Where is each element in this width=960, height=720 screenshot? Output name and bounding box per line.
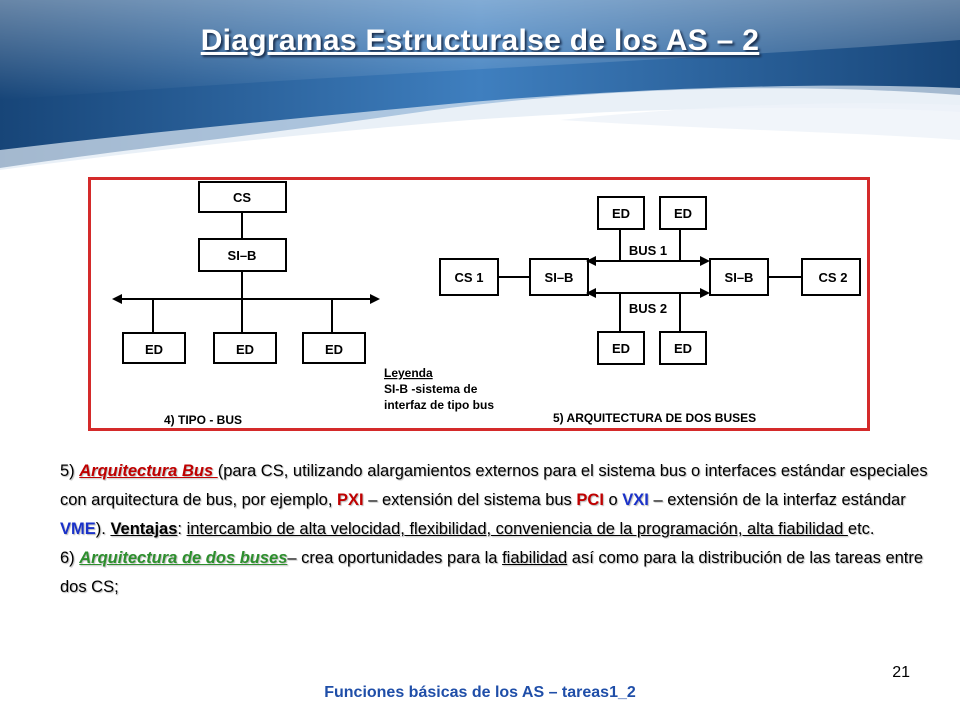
term-bus-architecture: Arquitectura Bus bbox=[79, 462, 218, 480]
text-run: : bbox=[177, 520, 187, 538]
ed-label: ED bbox=[325, 342, 343, 357]
two-bus-caption: 5) ARQUITECTURA DE DOS BUSES bbox=[553, 411, 756, 425]
text-run: – extensión de la interfaz estándar bbox=[648, 491, 906, 509]
page-number: 21 bbox=[892, 664, 910, 681]
term-fiabilidad: fiabilidad bbox=[502, 549, 568, 567]
sib-box bbox=[529, 258, 589, 296]
ed-label: ED bbox=[674, 206, 692, 221]
text-run: así como para la distribución de las tar… bbox=[60, 549, 924, 596]
bus-type-caption: 4) TIPO - BUS bbox=[164, 413, 242, 427]
ed-box bbox=[302, 332, 366, 364]
ed-label: ED bbox=[145, 342, 163, 357]
legend-line: interfaz de tipo bus bbox=[384, 398, 494, 412]
paragraph-bus-architecture: 5) Arquitectura Bus (para CS, utilizando… bbox=[60, 457, 930, 544]
legend-title: Leyenda bbox=[384, 366, 433, 380]
legend-line: SI-B -sistema de bbox=[384, 382, 478, 396]
term-pxi: PXI bbox=[337, 491, 364, 509]
bus2-label: BUS 2 bbox=[629, 301, 667, 316]
term-pci: PCI bbox=[576, 491, 604, 509]
text-run: ). bbox=[95, 520, 111, 538]
header-band bbox=[0, 0, 960, 170]
term-vme: VME bbox=[60, 520, 96, 538]
text-run: (para CS, utilizando alargamientos exter… bbox=[60, 462, 928, 509]
text-run: – extensión del sistema bus bbox=[363, 491, 577, 509]
ed-box bbox=[597, 331, 645, 365]
term-ventajas: Ventajas bbox=[110, 520, 178, 538]
ed-box bbox=[122, 332, 186, 364]
text-run: o bbox=[603, 491, 623, 509]
cs2-label: CS 2 bbox=[819, 270, 848, 285]
cs2-box bbox=[801, 258, 861, 296]
slide-title: Diagramas Estructuralse de los AS – 2 bbox=[200, 24, 760, 57]
ed-box bbox=[659, 196, 707, 230]
bus-type-diagram bbox=[112, 181, 380, 364]
figure-border bbox=[88, 177, 870, 431]
ed-label: ED bbox=[612, 206, 630, 221]
cs1-label: CS 1 bbox=[455, 270, 484, 285]
structural-diagram-figure: CS SI–B ED ED ED 4) TIPO - BUS Leyenda S… bbox=[88, 177, 870, 431]
sib-label: SI–B bbox=[545, 270, 574, 285]
ed-label: ED bbox=[674, 341, 692, 356]
text-run: etc. bbox=[847, 520, 875, 538]
sib-label: SI–B bbox=[228, 248, 257, 263]
term-two-bus-architecture: Arquitectura de dos buses bbox=[79, 549, 288, 567]
ed-label: ED bbox=[612, 341, 630, 356]
sib-box bbox=[709, 258, 769, 296]
cs-label: CS bbox=[233, 190, 251, 205]
term-vxi: VXI bbox=[622, 491, 649, 509]
benefits-text: intercambio de alta velocidad, flexibili… bbox=[186, 520, 848, 538]
text-run: – crea oportunidades para la bbox=[287, 549, 503, 567]
item-number: 6) bbox=[60, 549, 80, 567]
ed-box bbox=[213, 332, 277, 364]
paragraph-two-bus-architecture: 6) Arquitectura de dos buses– crea oport… bbox=[60, 544, 930, 602]
body-text: 5) Arquitectura Bus (para CS, utilizando… bbox=[60, 457, 930, 602]
footer-title: Funciones básicas de los AS – tareas1_2 bbox=[324, 684, 636, 701]
item-number: 5) bbox=[60, 462, 80, 480]
ed-label: ED bbox=[236, 342, 254, 357]
two-bus-diagram bbox=[439, 196, 861, 365]
sib-label: SI–B bbox=[725, 270, 754, 285]
bus1-label: BUS 1 bbox=[629, 243, 667, 258]
ed-box bbox=[597, 196, 645, 230]
ed-box bbox=[659, 331, 707, 365]
